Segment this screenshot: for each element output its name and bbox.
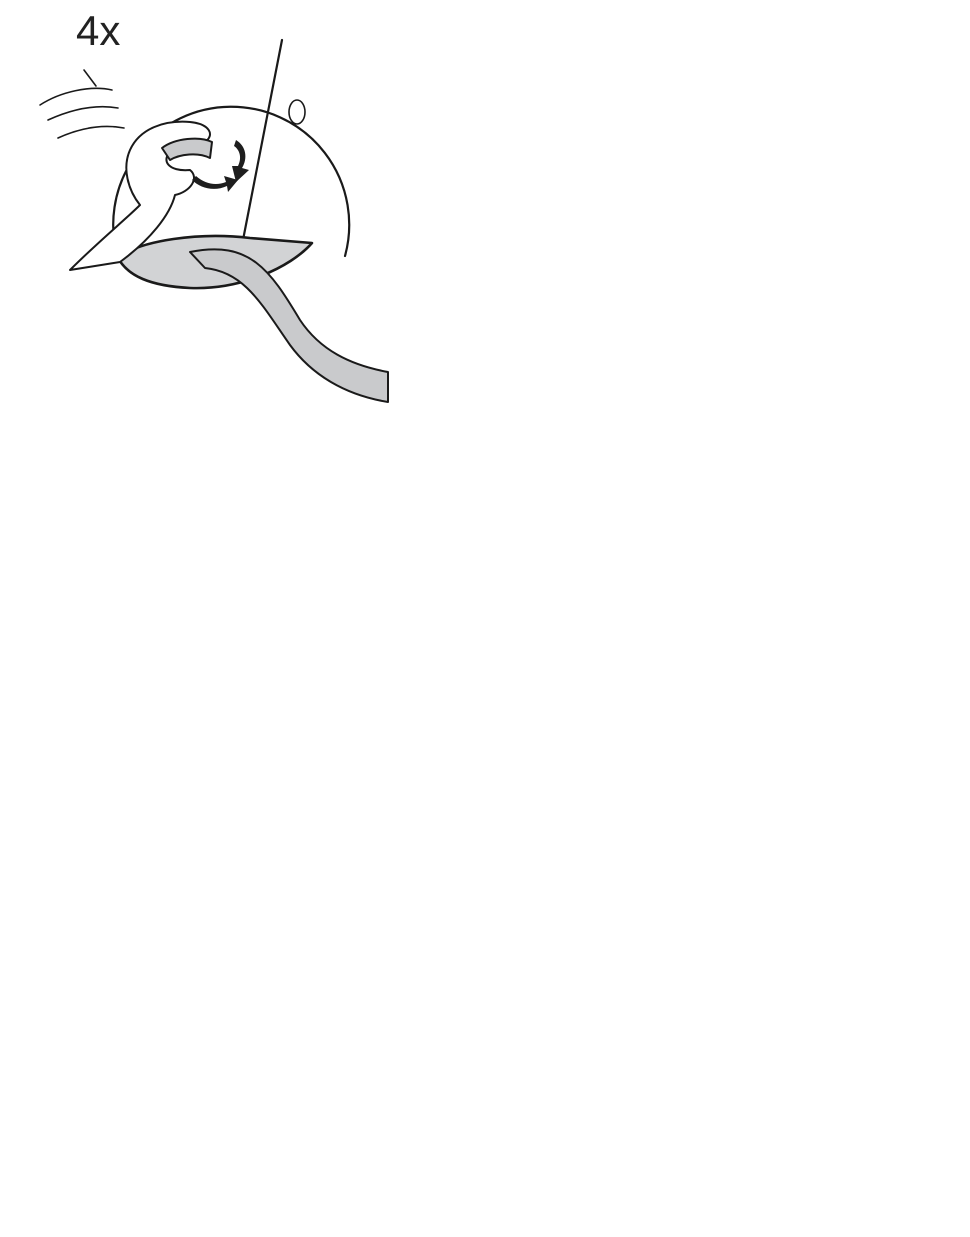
repeat-count-label: 4x [76,10,120,52]
detail-circle-insert-strap [40,40,388,402]
